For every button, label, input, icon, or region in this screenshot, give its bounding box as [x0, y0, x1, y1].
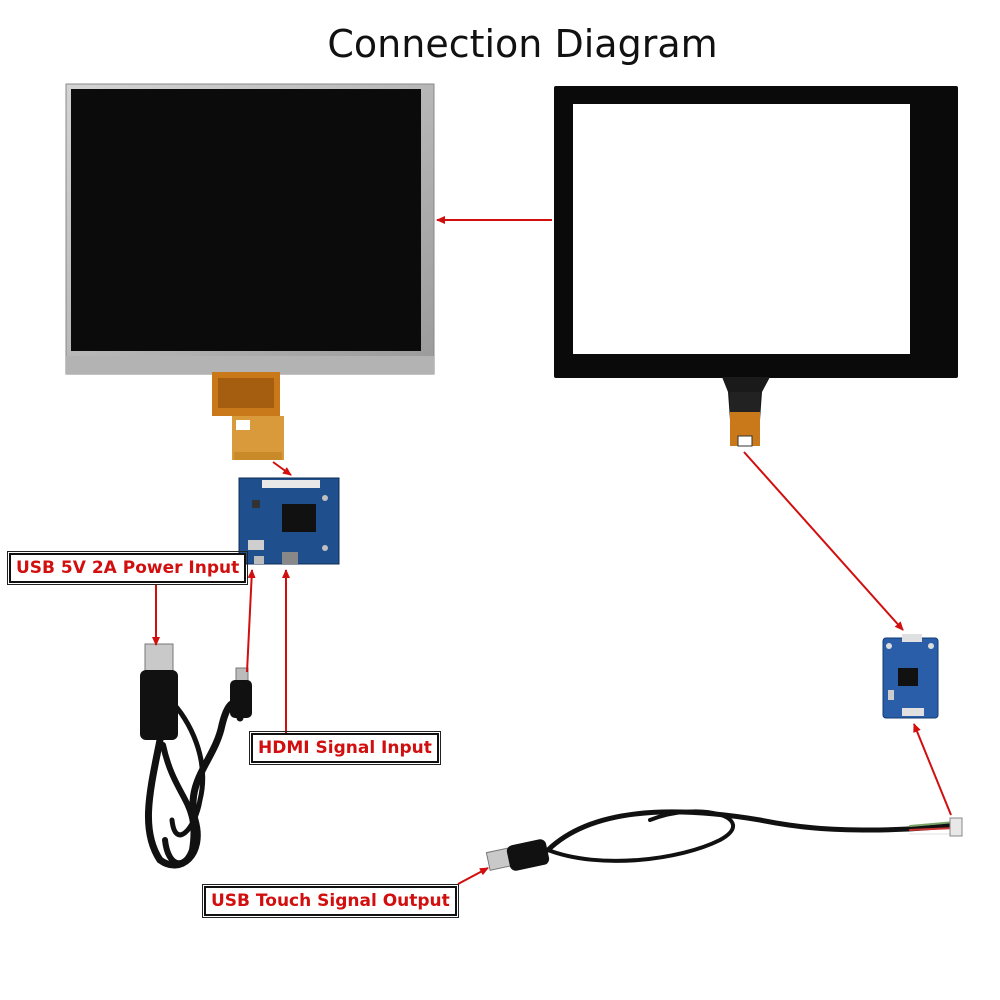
arrow-lcd-to-board [272, 461, 292, 476]
hdmi-signal-input-label: HDMI Signal Input [249, 731, 441, 765]
touch-panel [554, 86, 958, 378]
lcd-panel [65, 83, 435, 375]
lcd-flex-cable [212, 372, 284, 460]
connection-arrows [152, 216, 952, 885]
page-title: Connection Diagram [327, 22, 718, 66]
touch-flex-cable [722, 377, 770, 447]
hdmi-driver-board [238, 477, 340, 565]
arrow-touch-label-to-cable [457, 867, 489, 885]
arrow-touch-flex-to-controller [743, 451, 904, 631]
arrow-cable-to-controller [913, 723, 952, 816]
usb-touch-cable [485, 809, 963, 871]
touch-controller-board [882, 634, 939, 719]
usb-touch-signal-output-label: USB Touch Signal Output [202, 884, 459, 918]
usb-power-cable [140, 643, 252, 869]
arrow-micro-usb-to-board [246, 569, 256, 673]
usb-power-input-label: USB 5V 2A Power Input [6, 551, 249, 585]
